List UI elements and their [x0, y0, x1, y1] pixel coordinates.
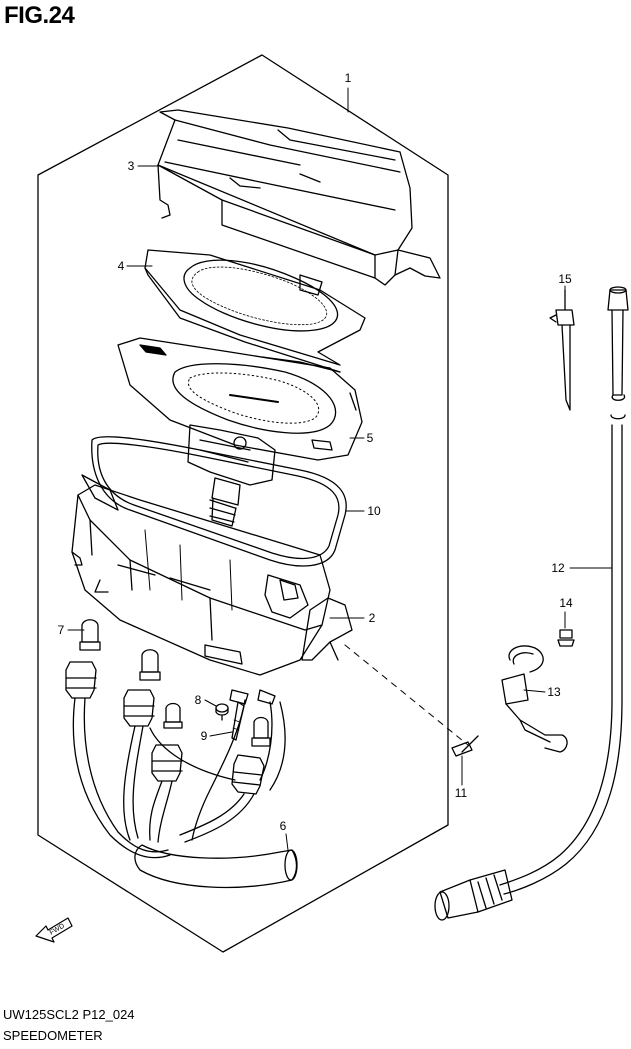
callout-label: 3 [128, 159, 135, 173]
callout-label: 4 [118, 259, 125, 273]
callout-label: 1 [345, 71, 352, 85]
lens-ring [144, 249, 366, 373]
gasket [91, 436, 347, 567]
forward-arrow-icon [35, 917, 73, 943]
diagram-name: SPEEDOMETER [3, 1028, 103, 1043]
bolt [557, 629, 575, 647]
screws [215, 701, 245, 741]
cable-tie [549, 289, 575, 411]
mounting-screw [451, 735, 479, 757]
callout-label: 5 [367, 431, 374, 445]
callout-label: 2 [369, 611, 376, 625]
speedometer-cable [434, 286, 629, 921]
callout-label: 15 [558, 272, 572, 286]
figure-title: FIG.24 [4, 2, 75, 29]
callout-label: 8 [195, 693, 202, 707]
callout-labels: 1 2 3 4 5 6 7 8 9 10 11 12 13 14 15 [58, 71, 573, 833]
top-cover [157, 109, 441, 296]
callout-label: 13 [547, 685, 561, 699]
callout-label: 10 [367, 504, 381, 518]
bulbs-and-sockets [65, 619, 276, 795]
wiring-harness [72, 697, 286, 859]
lower-housing [71, 474, 353, 676]
assembly-leaders [344, 644, 469, 746]
dial-face [117, 337, 363, 461]
callout-label: 9 [201, 729, 208, 743]
label-leaders [67, 87, 613, 851]
callout-label: 11 [455, 786, 468, 800]
cable-clamp [501, 645, 568, 753]
callout-label: 14 [559, 596, 573, 610]
diagram-code: UW125SCL2 P12_024 [3, 1007, 135, 1022]
callout-label: 12 [551, 561, 565, 575]
assembly-outline [37, 54, 449, 953]
callout-label: 6 [280, 819, 287, 833]
protective-tube [134, 844, 298, 889]
callout-label: 7 [58, 623, 65, 637]
drive-mechanism [187, 424, 276, 527]
